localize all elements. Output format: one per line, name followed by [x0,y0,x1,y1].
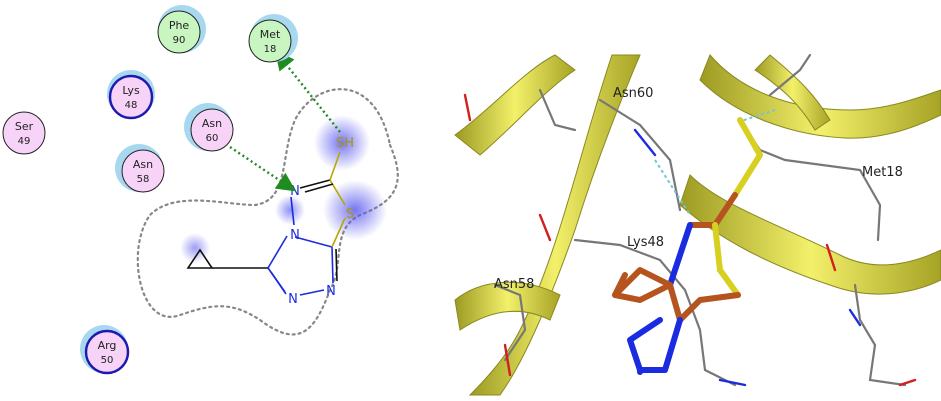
residue-number: 58 [137,174,150,185]
label-asn58: Asn58 [494,277,534,292]
solvent-exposure-n [275,195,305,225]
residue-number: 60 [206,133,219,144]
ribbon-strand-bottom-left [454,281,561,331]
residue-asn58: Asn 58 [115,144,165,193]
residue-ser49: Ser 49 [2,111,46,155]
atom-n-top: N [290,184,300,199]
atom-n-bottom-left: N [288,292,298,307]
residue-name: Asn [202,117,222,130]
protein-sticks [493,53,907,387]
polar-atom-sticks [463,93,917,387]
structure-3d-view: Asn60 Met18 Lys48 Asn58 [454,53,941,396]
ribbon-strand-left [454,54,576,156]
ribbon-strand-center [468,54,641,396]
residue-lys48: Lys 48 [107,70,155,120]
ribbon-strand-wide [679,174,941,295]
residue-number: 90 [173,35,186,46]
residue-number: 50 [101,355,114,366]
residue-name: Phe [169,19,190,32]
residue-number: 18 [264,44,277,55]
residue-name: Ser [15,120,34,133]
hbond-asn60 [229,146,296,192]
solvent-exposure-sh [314,115,370,171]
hbond-dash-asn60 [654,159,691,216]
atom-sh: SH [336,136,354,151]
residue-number: 49 [18,136,31,147]
solvent-exposure-s [323,180,387,240]
atom-s-ring: S [346,207,354,222]
hbond-met18 [275,50,341,133]
binding-pocket-outline [136,88,399,336]
residue-number: 48 [125,100,138,111]
ligand-structure [186,151,346,296]
ligand-3d [612,117,763,375]
interaction-diagram-2d: SH S N N N N Phe 90 Met 18 Lys 48 [2,5,399,375]
hbond-dash-met18 [737,109,776,123]
residue-name: Met [260,28,281,41]
residue-asn60: Asn 60 [184,103,234,152]
residue-arg50: Arg 50 [80,325,130,375]
solvent-exposure-ring [180,233,210,263]
residue-name: Arg [98,339,117,352]
atom-n-bottom-right: N [326,284,336,299]
residue-name: Lys [122,84,140,97]
residue-phe90: Phe 90 [157,5,206,54]
label-asn60: Asn60 [613,86,653,101]
ribbon-strand-far-right [754,54,831,131]
label-lys48: Lys48 [627,235,664,250]
atom-n-bridge: N [290,228,300,243]
residue-met18: Met 18 [248,14,298,63]
label-met18: Met18 [862,165,903,180]
residue-name: Asn [133,158,153,171]
